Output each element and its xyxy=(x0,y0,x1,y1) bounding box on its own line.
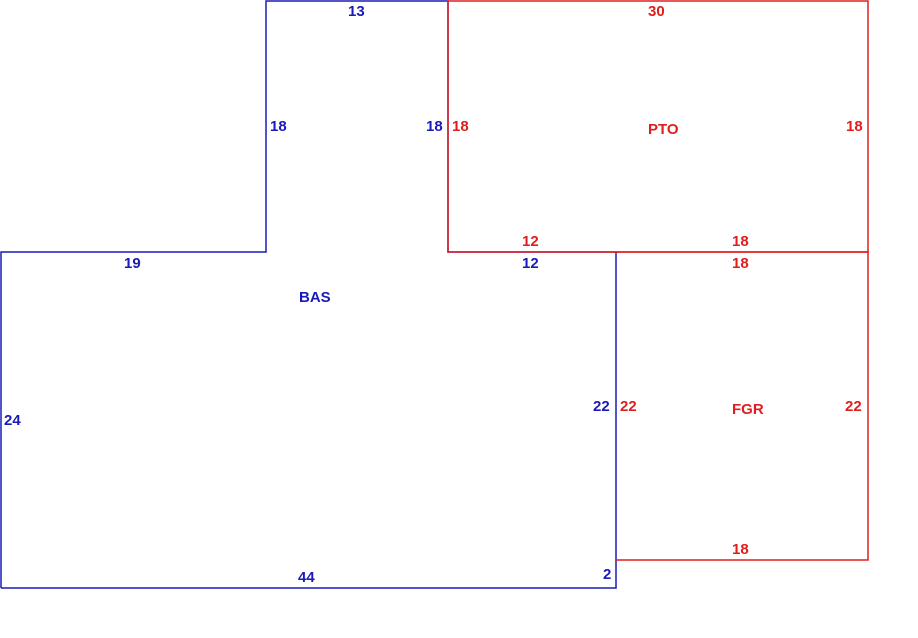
bas-dim-bottom: 44 xyxy=(298,569,315,586)
fgr-dim-top: 18 xyxy=(732,255,749,272)
bas-dim-top-upper: 13 xyxy=(348,3,365,20)
bas-dim-left-upper: 18 xyxy=(270,118,287,135)
bas-dim-right: 22 xyxy=(593,398,610,415)
bas-dim-bottom-jog: 2 xyxy=(603,566,612,583)
fgr-dim-bottom: 18 xyxy=(732,541,749,558)
fgr-outline xyxy=(616,251,869,561)
fgr-area-label: FGR xyxy=(732,401,764,418)
pto-area-label: PTO xyxy=(648,121,679,138)
bas-area-label: BAS xyxy=(299,289,331,306)
bas-dim-top-left: 19 xyxy=(124,255,141,272)
pto-dim-bottom-left: 12 xyxy=(522,233,539,250)
bas-dim-right-upper: 18 xyxy=(426,118,443,135)
pto-dim-top: 30 xyxy=(648,3,665,20)
pto-dim-right: 18 xyxy=(846,118,863,135)
bas-dim-left: 24 xyxy=(4,412,21,429)
fgr-dim-left: 22 xyxy=(620,398,637,415)
bas-dim-top-right: 12 xyxy=(522,255,539,272)
pto-dim-left: 18 xyxy=(452,118,469,135)
pto-dim-bottom-right: 18 xyxy=(732,233,749,250)
fgr-dim-right: 22 xyxy=(845,398,862,415)
